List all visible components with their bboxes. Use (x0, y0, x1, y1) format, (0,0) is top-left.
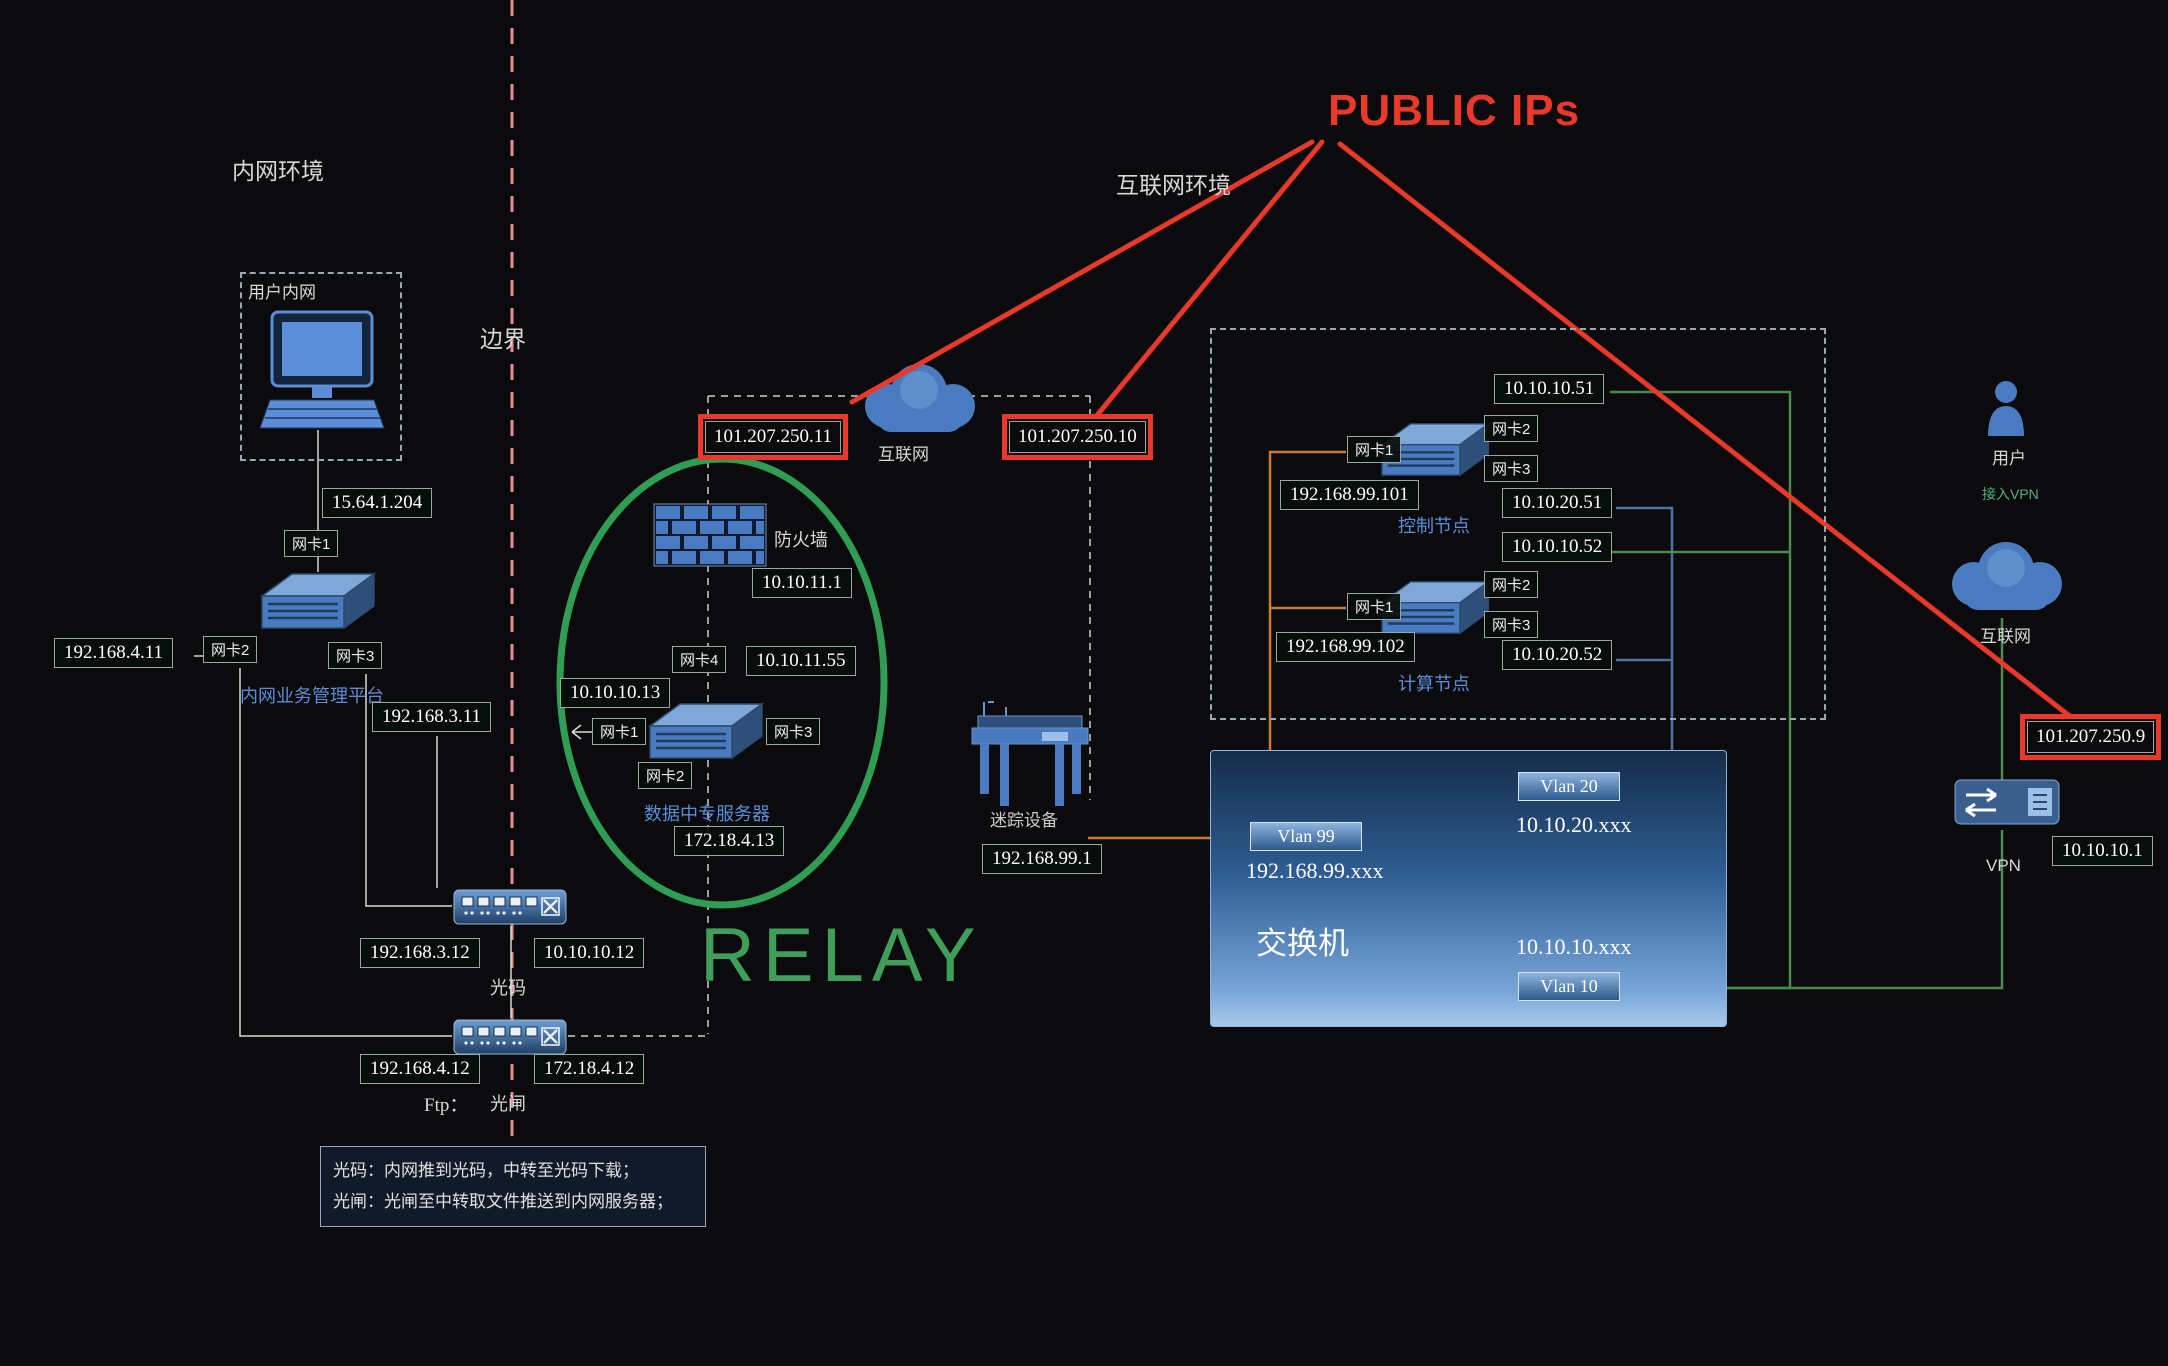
note-line-2: 光闸：光闸至中转取文件推送到内网服务器； (333, 1192, 673, 1212)
nic-box: 网卡4 (672, 646, 727, 673)
nic-box: 网卡1 (1347, 593, 1402, 620)
nic-box: 网卡1 (592, 718, 647, 745)
ip-box-192-168-99-102: 192.168.99.102 (1276, 632, 1415, 662)
nic-box: 网卡3 (766, 718, 821, 745)
nic-box: 网卡2 (203, 636, 258, 663)
internet-env-box (1210, 328, 1826, 720)
ip-box-192-168-4-11: 192.168.4.11 (54, 638, 174, 668)
relay-server-icon (648, 702, 764, 760)
nic-box: 网卡3 (1484, 611, 1539, 638)
public-ip-pointer-lines (849, 139, 2093, 735)
nic-box: 网卡3 (328, 642, 383, 669)
subnet-10-label: 10.10.10.xxx (1516, 934, 1632, 959)
optical-code-switch-icon (452, 888, 568, 926)
ip-box-10-10-10-52: 10.10.10.52 (1502, 532, 1613, 562)
public-ip-1: 101.207.250.11 (705, 421, 842, 453)
nic-box: 网卡2 (638, 762, 693, 789)
note-box: 光码：内网推到光码，中转至光码下载； 光闸：光闸至中转取文件推送到内网服务器； (320, 1146, 706, 1227)
ip-box-15-64-1-204: 15.64.1.204 (322, 488, 433, 518)
nic-box: 网卡2 (1484, 415, 1539, 442)
ip-box-10-10-20-52: 10.10.20.52 (1502, 640, 1613, 670)
public-ip-box-1: 101.207.250.11 (698, 414, 849, 460)
ip-box-10-10-11-55: 10.10.11.55 (746, 646, 856, 676)
tracking-device-icon (971, 701, 1089, 806)
optical-gate-label: 光闸 (490, 1094, 526, 1114)
core-switch-box (1210, 750, 1727, 1027)
intranet-server-icon (260, 572, 376, 630)
firewall-label: 防火墙 (774, 530, 828, 550)
intranet-env-title: 内网环境 (232, 158, 324, 184)
internet-cloud-icon (865, 364, 975, 432)
computer-icon (259, 310, 385, 429)
ip-box-172-18-4-13: 172.18.4.13 (674, 826, 785, 856)
ip-box-192-168-99-101: 192.168.99.101 (1280, 480, 1419, 510)
intranet-platform-label: 内网业务管理平台 (240, 686, 384, 706)
ftp-label: Ftp： (424, 1095, 469, 1116)
nic-box: 网卡1 (1347, 436, 1402, 463)
subnet-99-label: 192.168.99.xxx (1246, 858, 1384, 883)
control-node-label: 控制节点 (1398, 516, 1470, 536)
internet-label: 互联网 (878, 445, 929, 464)
optical-gate-switch-icon (452, 1018, 568, 1056)
subnet-20-label: 10.10.20.xxx (1516, 812, 1632, 837)
ip-box-10-10-10-1: 10.10.10.1 (2052, 836, 2153, 866)
public-ip-box-2: 101.207.250.10 (1002, 414, 1153, 460)
boundary-title: 边界 (480, 326, 526, 352)
ip-box-10-10-10-51: 10.10.10.51 (1494, 374, 1605, 404)
ip-box-192-168-3-12: 192.168.3.12 (360, 938, 480, 968)
ip-box-192-168-3-11: 192.168.3.11 (372, 702, 492, 732)
nic-box: 网卡2 (1484, 571, 1539, 598)
access-vpn-label: 接入VPN (1982, 486, 2039, 502)
public-ip-2: 101.207.250.10 (1009, 421, 1146, 453)
core-switch-label: 交换机 (1256, 926, 1349, 961)
user-intranet-box (240, 272, 402, 461)
public-ip-3: 101.207.250.9 (2027, 721, 2155, 753)
firewall-icon (653, 503, 767, 567)
ip-box-172-18-4-12: 172.18.4.12 (534, 1054, 645, 1084)
ip-box-192-168-99-1: 192.168.99.1 (982, 844, 1102, 874)
user-intranet-label: 用户内网 (248, 283, 316, 302)
ip-box-10-10-11-1: 10.10.11.1 (752, 568, 853, 598)
internet-env-title: 互联网环境 (1116, 172, 1231, 198)
note-line-1: 光码：内网推到光码，中转至光码下载； (333, 1161, 639, 1180)
tracking-device-label: 迷踪设备 (990, 811, 1058, 830)
user-person-icon (1988, 381, 2024, 436)
ip-box-10-10-10-13: 10.10.10.13 (560, 678, 671, 708)
intranet-connectors (194, 430, 594, 1037)
ip-box-10-10-10-12: 10.10.10.12 (534, 938, 645, 968)
public-ips-title: PUBLIC IPs (1328, 86, 1581, 135)
vlan10-badge: Vlan 10 (1518, 972, 1620, 1001)
ip-box-192-168-4-12: 192.168.4.12 (360, 1054, 480, 1084)
user-label: 用户 (1992, 449, 2026, 468)
relay-annotation: RELAY (700, 913, 984, 998)
vpn-label: VPN (1986, 856, 2021, 875)
nic-box: 网卡3 (1484, 455, 1539, 482)
ip-box-10-10-20-51: 10.10.20.51 (1502, 488, 1613, 518)
relay-server-label: 数据中专服务器 (644, 804, 770, 824)
vpn-device-icon (1954, 779, 2060, 825)
compute-node-label: 计算节点 (1398, 674, 1470, 694)
public-ip-box-3: 101.207.250.9 (2020, 714, 2162, 760)
vpn-internet-label: 互联网 (1980, 627, 2031, 646)
vpn-internet-cloud-icon (1952, 542, 2062, 610)
vlan20-badge: Vlan 20 (1518, 772, 1620, 801)
optical-code-label: 光码 (490, 978, 526, 998)
nic-box: 网卡1 (284, 530, 339, 557)
vlan99-badge: Vlan 99 (1250, 822, 1362, 851)
